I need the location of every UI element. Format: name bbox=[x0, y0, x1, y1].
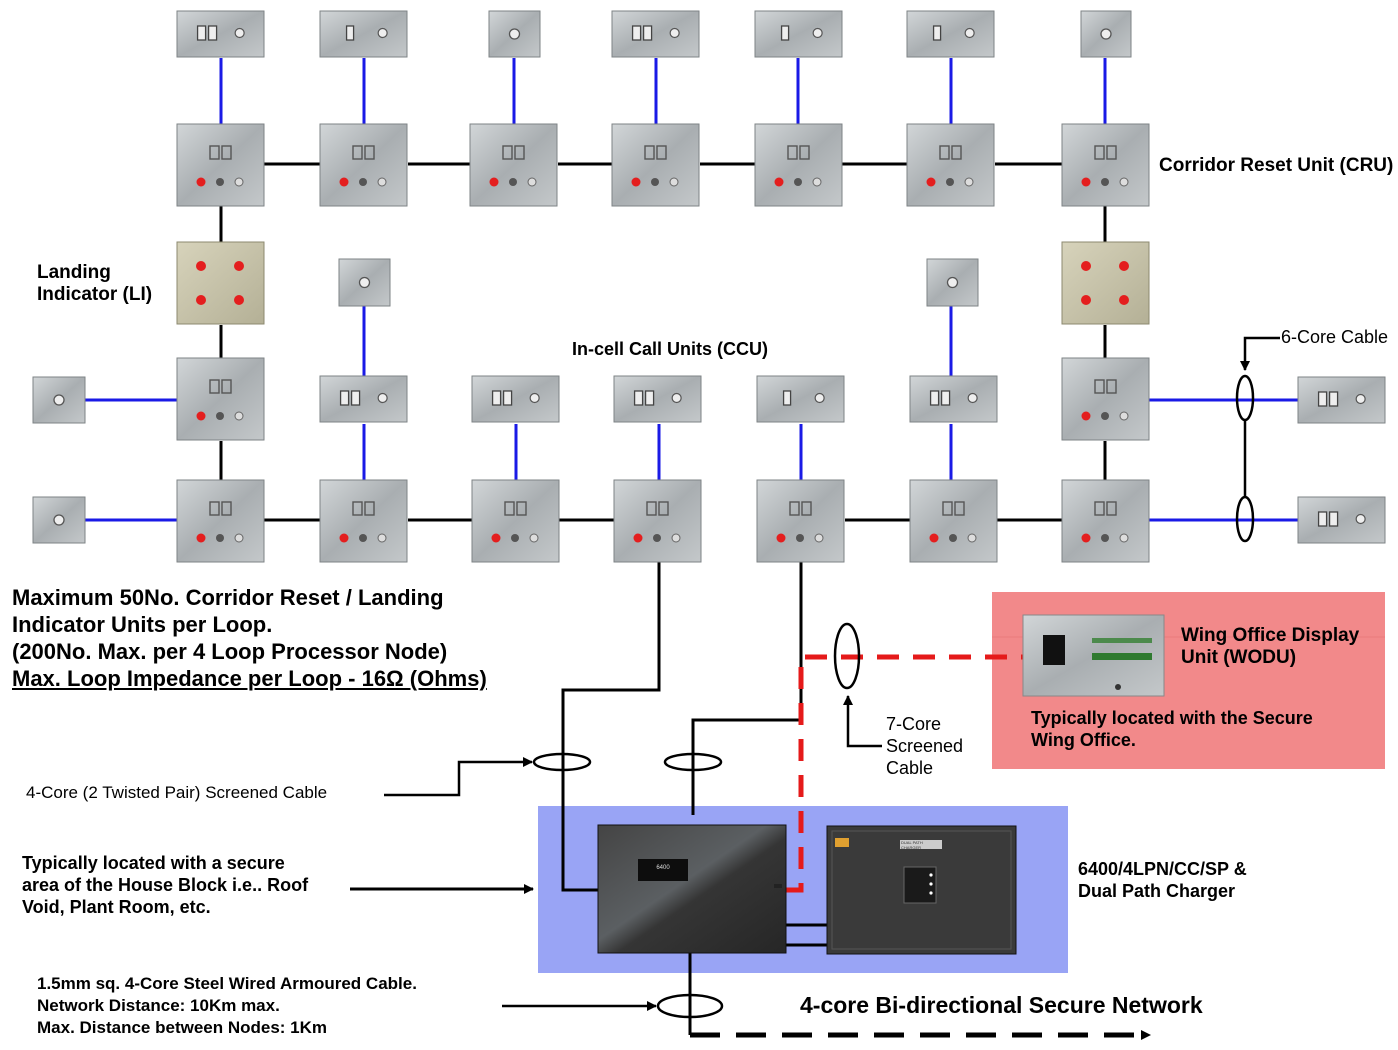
li-label: Landing Indicator (LI) bbox=[37, 262, 152, 306]
armoured-line-1: 1.5mm sq. 4-Core Steel Wired Armoured Ca… bbox=[37, 974, 417, 993]
four-core-cable-marker-1 bbox=[532, 752, 592, 772]
seven-core-line-2: Screened bbox=[886, 736, 964, 756]
max-units-line-2: Indicator Units per Loop. bbox=[12, 612, 273, 637]
six-core-cable-marker-top bbox=[1235, 374, 1255, 422]
four-core-arrow bbox=[384, 757, 533, 797]
svg-text:6400: 6400 bbox=[656, 865, 670, 871]
dual-path-charger bbox=[826, 825, 1017, 955]
ccu-side-right-1 bbox=[1297, 376, 1386, 424]
ccu-mid-2 bbox=[471, 375, 560, 423]
four-core-label: 4-Core (2 Twisted Pair) Screened Cable bbox=[26, 783, 328, 802]
network-label: 4-core Bi-directional Secure Network bbox=[800, 992, 1203, 1018]
wodu-label-line-2: Unit (WODU) bbox=[1181, 647, 1297, 668]
wodu-link bbox=[786, 654, 1024, 893]
wodu-label-line-1: Wing Office Display bbox=[1181, 625, 1360, 646]
ccu-mid-4 bbox=[756, 375, 845, 423]
cru-bottom-6 bbox=[909, 479, 998, 563]
armoured-line-3: Max. Distance between Nodes: 1Km bbox=[37, 1018, 328, 1037]
max-units-note: Maximum 50No. Corridor Reset / Landing I… bbox=[12, 584, 487, 692]
seven-core-line-3: Cable bbox=[886, 758, 934, 778]
spur-wiring bbox=[85, 58, 1298, 522]
cru-top-3 bbox=[469, 123, 558, 207]
processor-node: 6400 bbox=[597, 824, 787, 954]
cru-top-6 bbox=[906, 123, 995, 207]
ccu-label: In-cell Call Units (CCU) bbox=[572, 339, 769, 359]
ccu-top-2 bbox=[319, 10, 408, 58]
house-block-line-2: area of the House Block i.e.. Roof bbox=[22, 875, 309, 895]
cru-top-4 bbox=[611, 123, 700, 207]
cru-label: Corridor Reset Unit (CRU) bbox=[1159, 155, 1394, 176]
node-label-line-2: Dual Path Charger bbox=[1078, 881, 1236, 901]
landing-indicator-left bbox=[176, 241, 265, 325]
cru-top-5 bbox=[754, 123, 843, 207]
ccu-side-right-2 bbox=[1297, 496, 1386, 544]
ccu-side-left-1 bbox=[32, 376, 86, 424]
ccu-top-4 bbox=[611, 10, 700, 58]
impedance-line: Max. Loop Impedance per Loop - 16Ω (Ohms… bbox=[12, 666, 487, 691]
cru-top-7 bbox=[1061, 123, 1150, 207]
house-block-note: Typically located with a secure area of … bbox=[22, 852, 308, 918]
wodu-unit bbox=[1022, 614, 1165, 697]
li-label-line-2: Indicator (LI) bbox=[37, 284, 153, 305]
max-units-line-3: (200No. Max. per 4 Loop Processor Node) bbox=[12, 639, 448, 664]
ccu-side-left-2 bbox=[32, 496, 86, 544]
ccu-mid-button-left bbox=[338, 258, 391, 307]
six-core-arrow bbox=[1240, 336, 1280, 371]
house-block-line-3: Void, Plant Room, etc. bbox=[22, 897, 211, 917]
seven-core-arrow bbox=[843, 695, 882, 748]
armoured-cable-marker bbox=[656, 993, 724, 1019]
cru-bottom-7 bbox=[1061, 479, 1150, 563]
li-label-line-1: Landing bbox=[37, 262, 111, 283]
wodu-location-note: Typically located with the Secure Wing O… bbox=[1031, 707, 1313, 751]
ccu-top-1 bbox=[176, 10, 265, 58]
wodu-location-line-2: Wing Office. bbox=[1031, 730, 1136, 750]
ccu-top-3 bbox=[488, 10, 541, 58]
node-label: 6400/4LPN/CC/SP & Dual Path Charger bbox=[1078, 858, 1247, 902]
house-block-line-1: Typically located with a secure bbox=[22, 853, 285, 873]
armoured-note: 1.5mm sq. 4-Core Steel Wired Armoured Ca… bbox=[37, 973, 417, 1039]
wodu-label: Wing Office Display Unit (WODU) bbox=[1181, 625, 1359, 669]
loop-wiring bbox=[219, 162, 1107, 1035]
cru-bottom-5 bbox=[756, 479, 845, 563]
six-core-label: 6-Core Cable bbox=[1281, 327, 1389, 347]
ccu-top-7 bbox=[1080, 10, 1132, 58]
ccu-mid-3 bbox=[613, 375, 702, 423]
charger-badge: DUAL PATH CHARGER bbox=[901, 840, 923, 850]
ccu-mid-1 bbox=[319, 375, 408, 423]
seven-core-label: 7-Core Screened Cable bbox=[886, 713, 963, 779]
cru-bottom-3 bbox=[471, 479, 560, 563]
landing-indicator-right bbox=[1061, 241, 1150, 325]
cru-top-1 bbox=[176, 123, 265, 207]
ccu-top-6 bbox=[906, 10, 995, 58]
cru-bottom-2 bbox=[319, 479, 408, 563]
wodu-location-line-1: Typically located with the Secure bbox=[1031, 708, 1313, 728]
ccu-mid-button-right bbox=[926, 258, 979, 307]
max-units-line-1: Maximum 50No. Corridor Reset / Landing bbox=[12, 585, 444, 610]
seven-core-cable-marker bbox=[833, 622, 861, 690]
ccu-top-5 bbox=[754, 10, 843, 58]
ccu-mid-5 bbox=[909, 375, 998, 423]
cru-bottom-4 bbox=[613, 479, 702, 563]
four-core-cable-marker-2 bbox=[663, 752, 723, 772]
cru-bottom-1 bbox=[176, 479, 265, 563]
armoured-line-2: Network Distance: 10Km max. bbox=[37, 996, 280, 1015]
seven-core-line-1: 7-Core bbox=[886, 714, 942, 734]
cru-mid-left bbox=[176, 357, 265, 441]
cru-mid-right bbox=[1061, 357, 1150, 441]
node-label-line-1: 6400/4LPN/CC/SP & bbox=[1078, 859, 1247, 879]
cru-top-2 bbox=[319, 123, 408, 207]
